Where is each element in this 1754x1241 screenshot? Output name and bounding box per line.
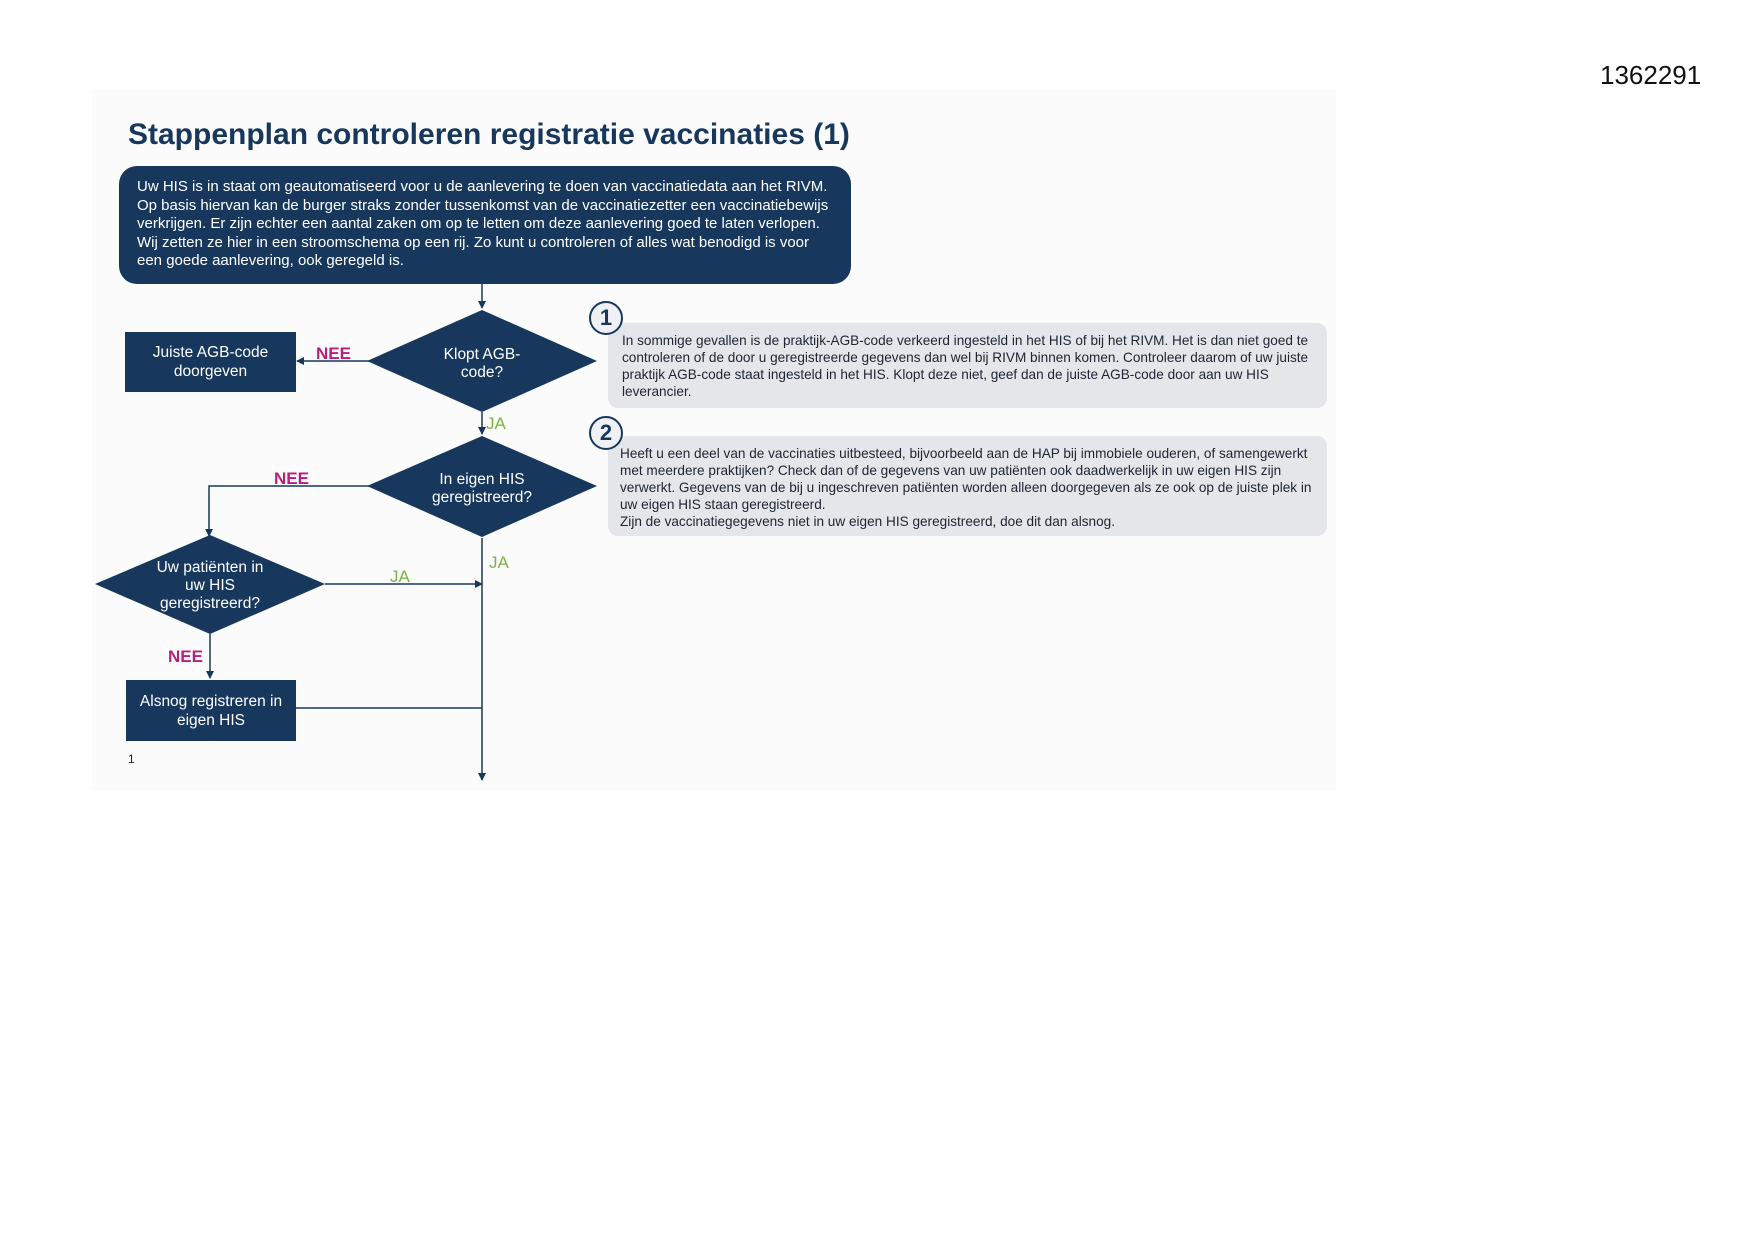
box-registreren-line1: Alsnog registreren in [139, 692, 283, 710]
note-2-number-badge: 2 [589, 416, 623, 450]
note-2-text: Heeft u een deel van de vaccinaties uitb… [620, 446, 1312, 512]
label-nee-patienten: NEE [168, 647, 203, 666]
intro-box: Uw HIS is in staat om geautomatiseerd vo… [119, 166, 851, 284]
box-agb-line2: doorgeven [173, 363, 248, 380]
box-alsnog-registreren: Alsnog registreren in eigen HIS [126, 680, 296, 741]
label-nee-eigen-his: NEE [274, 469, 309, 488]
note-1-text: In sommige gevallen is de praktijk-AGB-c… [622, 333, 1309, 399]
decision-patienten-line3: geregistreerd? [160, 595, 260, 612]
decision-eigen-his-line2: geregistreerd? [432, 489, 532, 506]
note-1-number-badge: 1 [589, 301, 623, 335]
decision-agb-line1: Klopt AGB- [444, 346, 521, 363]
decision-agb-diamond [367, 310, 597, 412]
label-ja-agb: JA [486, 414, 507, 433]
decision-patienten-line2: uw HIS [185, 577, 235, 594]
label-nee-agb: NEE [316, 344, 351, 363]
label-ja-eigen-his: JA [489, 553, 510, 572]
connector-eigen-his-nee [205, 485, 372, 537]
note-1-box: In sommige gevallen is de praktijk-AGB-c… [608, 323, 1327, 408]
decision-eigen-his-diamond [367, 436, 597, 537]
note-2-box: Heeft u een deel van de vaccinaties uitb… [608, 436, 1327, 536]
decision-agb-line2: code? [461, 364, 504, 381]
document-id: 1362291 [1600, 60, 1702, 90]
label-ja-patienten: JA [390, 567, 411, 586]
decision-patienten-line1: Uw patiënten in [157, 559, 264, 576]
decision-eigen-his-line1: In eigen HIS [439, 471, 524, 488]
note-2-text-line2: Zijn de vaccinatiegegevens niet in uw ei… [620, 514, 1115, 529]
page-number: 1 [128, 752, 135, 766]
box-registreren-line2: eigen HIS [176, 711, 246, 729]
decision-patienten-diamond [95, 535, 325, 634]
page-title: Stappenplan controleren registratie vacc… [128, 118, 850, 151]
box-agb-doorgeven: Juiste AGB-code doorgeven [125, 332, 296, 392]
box-agb-line1: Juiste AGB-code [152, 344, 269, 361]
